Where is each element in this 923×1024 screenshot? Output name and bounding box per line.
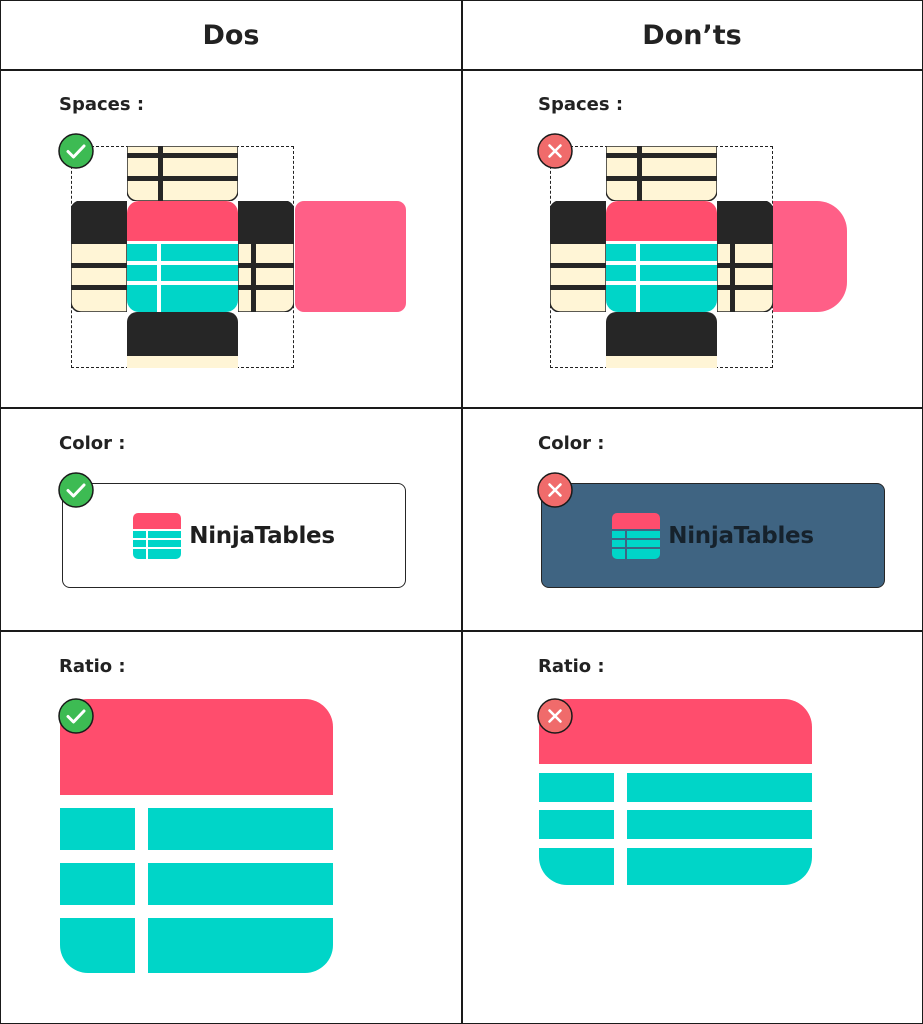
clearspace-tile-top xyxy=(127,146,238,201)
color-label-dos: Color : xyxy=(59,433,126,454)
ninjatables-logo-icon xyxy=(133,512,182,559)
ninjatables-mark-distorted-ratio xyxy=(539,699,812,885)
ninjatables-logo-icon-donts xyxy=(612,512,661,559)
row-divider-2 xyxy=(1,630,922,632)
clearspace-tile-bottom xyxy=(127,312,238,368)
clearspace-tile-top-donts xyxy=(606,146,717,201)
cross-icon xyxy=(537,472,573,508)
pink-element-overlapping-donts xyxy=(773,201,847,312)
clearspace-tile-right xyxy=(238,201,294,312)
dos-heading: Dos xyxy=(202,20,260,51)
cross-icon xyxy=(537,133,573,169)
clearspace-tile-left xyxy=(71,201,127,312)
row-divider-1 xyxy=(1,407,922,409)
clearspace-tile-bottom-donts xyxy=(606,312,717,368)
pink-element-outside-dos xyxy=(295,201,406,312)
check-icon xyxy=(58,472,94,508)
ratio-label-donts: Ratio : xyxy=(538,656,605,677)
ninjatables-wordmark-donts: NinjaTables xyxy=(668,522,814,549)
donts-heading: Don’ts xyxy=(642,20,742,51)
ninjatables-mark-donts-spaces xyxy=(606,201,717,312)
ratio-label-dos: Ratio : xyxy=(59,656,126,677)
ninjatables-mark-correct-ratio xyxy=(60,699,333,973)
logo-on-blue-background: NinjaTables xyxy=(541,483,885,588)
header-divider xyxy=(1,69,922,71)
ninjatables-wordmark: NinjaTables xyxy=(189,522,335,549)
color-label-donts: Color : xyxy=(538,433,605,454)
column-divider xyxy=(461,1,463,1023)
ninjatables-mark-dos-spaces xyxy=(127,201,238,312)
clearspace-tile-left-donts xyxy=(550,201,606,312)
logo-on-white-background: NinjaTables xyxy=(62,483,406,588)
check-icon xyxy=(58,133,94,169)
clearspace-tile-right-donts xyxy=(717,201,773,312)
spaces-label-donts: Spaces : xyxy=(538,94,624,115)
spaces-label-dos: Spaces : xyxy=(59,94,145,115)
cross-icon xyxy=(537,698,573,734)
check-icon xyxy=(58,698,94,734)
